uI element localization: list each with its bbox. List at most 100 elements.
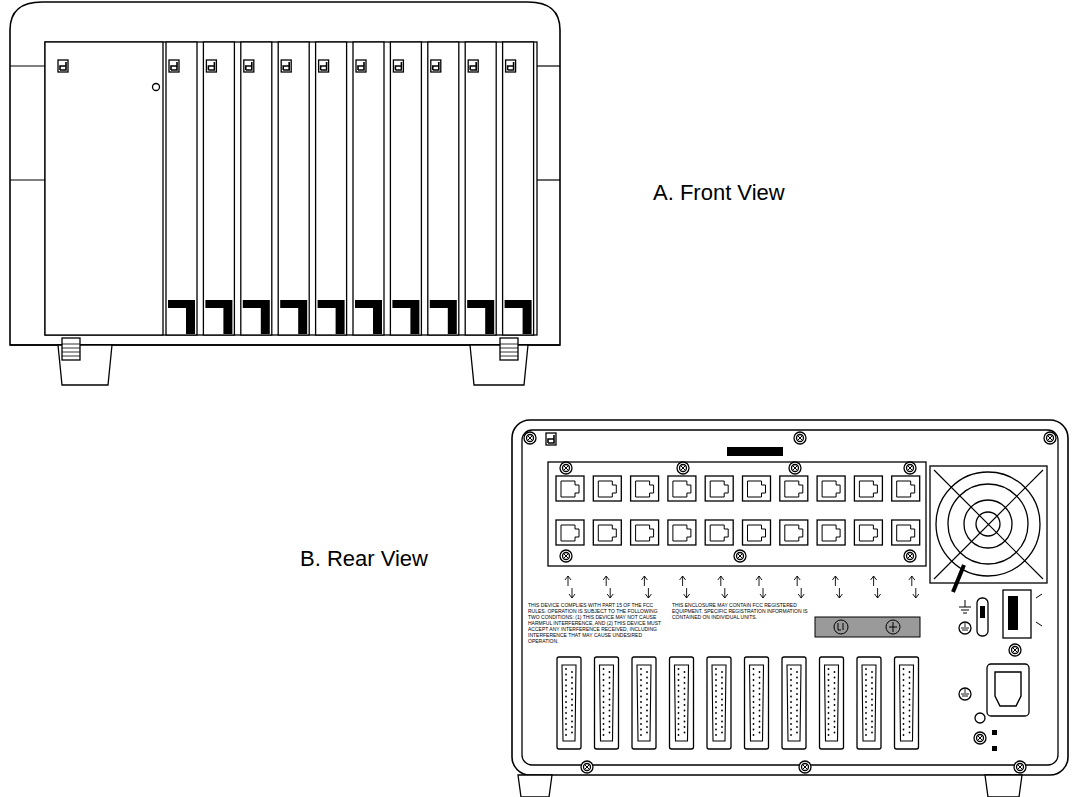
db25-pin [753,723,755,725]
db25-pin [790,690,792,692]
db25-pin [684,671,686,673]
regulatory-note: THIS ENCLOSURE MAY CONTAIN FCC REGISTERE… [672,602,810,620]
logo-mark [548,435,554,443]
db25-pin [865,701,867,703]
db25-pin [715,674,717,676]
rj-jack [710,525,728,541]
card-handle [392,300,419,334]
screw [904,462,916,474]
line-card [503,42,534,335]
foot-ridge [62,356,80,357]
db25-pin [909,688,911,690]
db25-pin [721,688,723,690]
db25-pin [640,701,642,703]
db25-pin [603,696,605,698]
db25-pin [571,710,573,712]
screw [978,736,983,741]
db25-pin [790,685,792,687]
screw [1014,761,1026,773]
logo-mark [281,60,291,72]
db25-pin [790,679,792,681]
db25-pin [603,690,605,692]
db25-pin [571,693,573,695]
db25-pin [565,707,567,709]
db25-connector [557,657,581,749]
db25-pin [834,682,836,684]
power-inlet [987,664,1029,716]
db25-pin [646,710,648,712]
db25-pin [678,707,680,709]
db25-pin [715,685,717,687]
rj-jack [631,476,659,501]
line-card [203,42,234,335]
screw [738,554,743,559]
db25-pin [640,685,642,687]
signal-arrow [680,576,690,598]
db25-pin [609,671,611,673]
db25-pin [871,699,873,701]
indicator-mark [992,746,997,751]
db25-pin [871,721,873,723]
db25-pin [796,721,798,723]
db25-pin [678,718,680,720]
db25-pin [609,715,611,717]
db25-pin [609,704,611,706]
db25-connector [595,657,619,749]
db25-pin [909,671,911,673]
screw [564,466,569,471]
rj-jack [892,520,920,545]
db25-pin [909,704,911,706]
rj-jack [673,525,691,541]
db25-pin [790,674,792,676]
db25-pin [834,699,836,701]
rj-jack [673,481,691,497]
db25-pin [678,685,680,687]
logo-mark [433,62,439,70]
screw [1013,648,1018,653]
db25-pin [678,690,680,692]
db25-connector [600,665,614,741]
db25-pin [865,712,867,714]
db25-connector [900,665,914,741]
foot-ridge [500,356,518,357]
db25-pin [571,715,573,717]
approval-mark [838,622,897,632]
db25-pin [834,732,836,734]
db25-pin [571,688,573,690]
db25-pin [678,696,680,698]
db25-pin [834,726,836,728]
db25-pin [646,693,648,695]
db25-pin [753,734,755,736]
screw [908,554,913,559]
fan-cord [953,565,964,592]
db25-pin [565,679,567,681]
db25-pin [759,677,761,679]
db25-pin [640,696,642,698]
db25-pin [753,718,755,720]
db25-pin [828,707,830,709]
db25-pin [790,707,792,709]
db25-pin [609,699,611,701]
rj-jack [743,520,771,545]
fan-guard [934,470,1043,579]
db25-pin [759,721,761,723]
screw [524,432,536,444]
db25-pin [753,712,755,714]
db25-pin [759,732,761,734]
line-card [353,42,384,335]
rj-jack [668,520,696,545]
db25-pin [684,710,686,712]
db25-pin [871,710,873,712]
rj-jack [897,525,915,541]
db25-pin [684,699,686,701]
db25-pin [715,729,717,731]
rj-jack [854,476,882,501]
selector-switch [980,606,985,618]
signal-arrow [794,576,804,598]
screw [560,550,572,562]
screw [794,432,806,444]
screw [681,466,686,471]
screw [563,553,570,560]
db25-pin [796,732,798,734]
db25-pin [721,721,723,723]
